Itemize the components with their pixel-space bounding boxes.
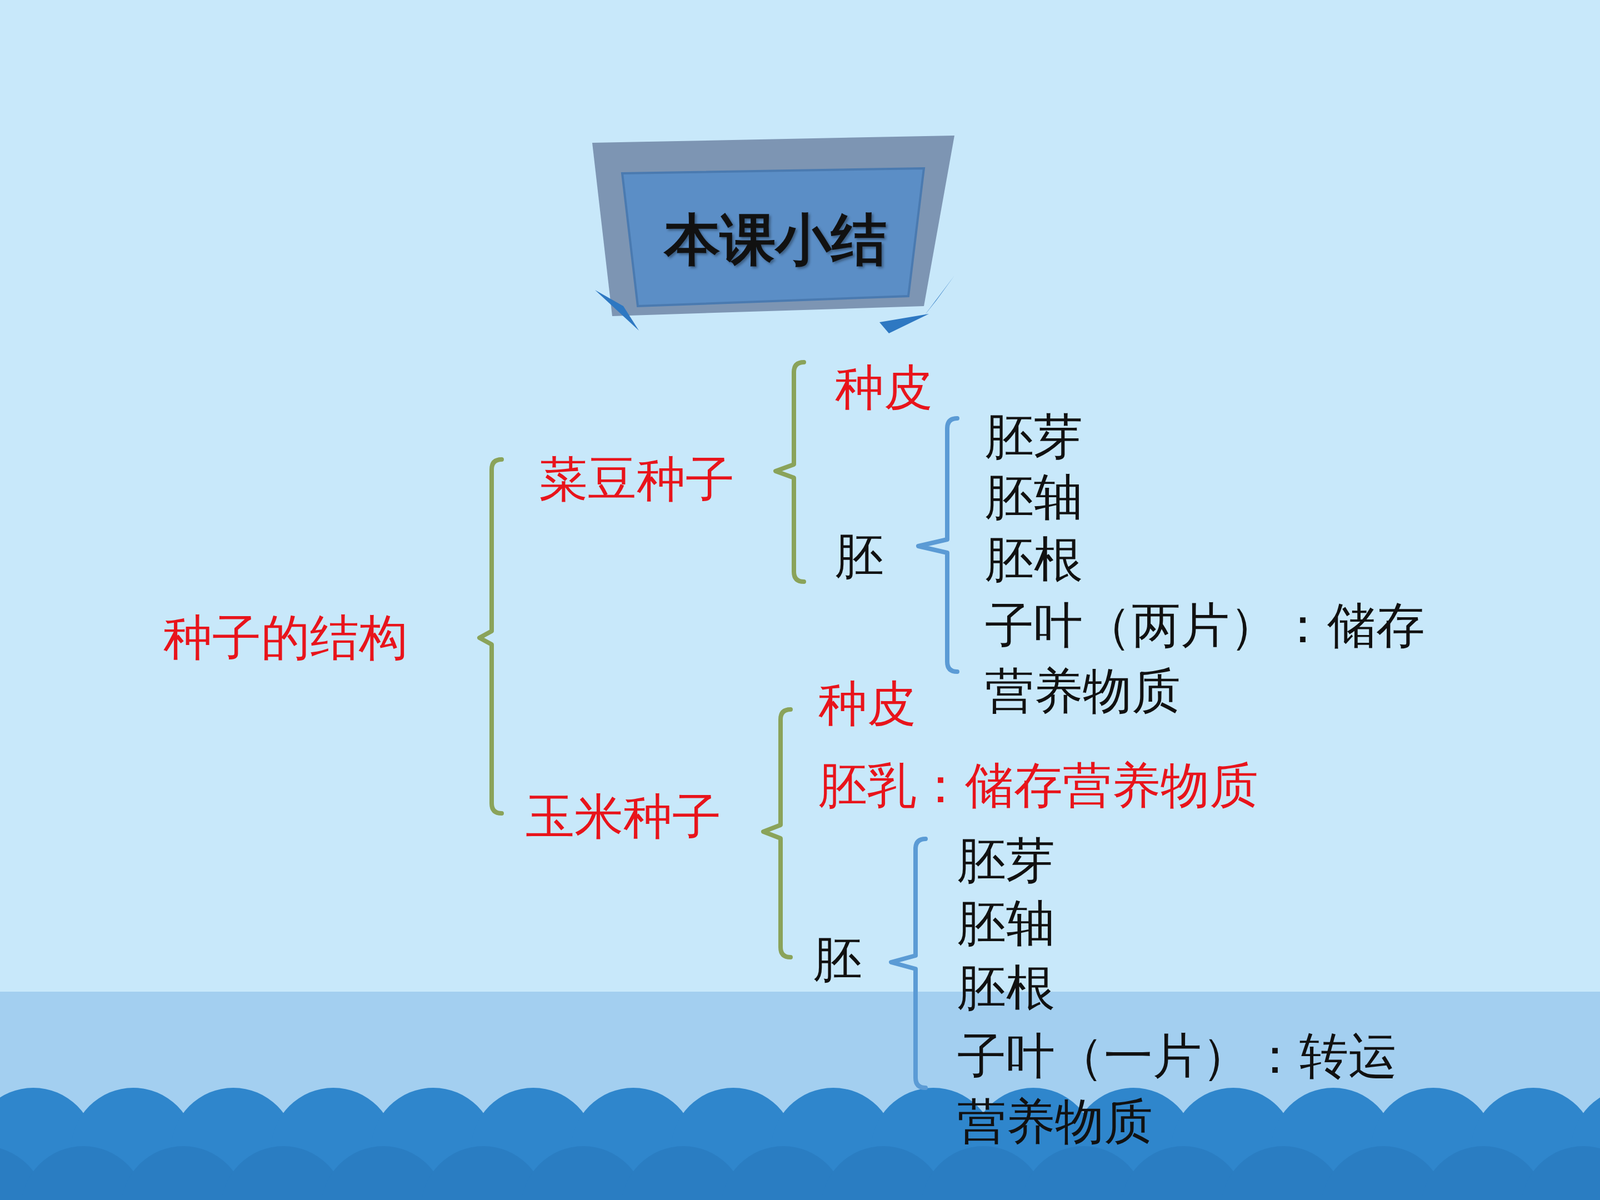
banner-front [622, 168, 924, 307]
bracket [479, 459, 502, 814]
bracket [763, 709, 791, 958]
concept-label: 胚芽 [985, 403, 1083, 470]
wave-scallops [0, 1087, 1600, 1200]
bracket [918, 418, 958, 672]
banner-corner [923, 275, 955, 317]
concept-label: 种皮 [818, 671, 917, 737]
summary-title: 本课小结 [664, 206, 887, 274]
banner-corner [595, 290, 639, 331]
concept-label: 玉米种子 [525, 783, 722, 850]
bracket [775, 362, 804, 582]
concept-label: 种皮 [835, 355, 933, 421]
concept-label: 胚轴 [957, 890, 1055, 957]
concept-label: 种子的结构 [163, 605, 408, 671]
concept-label: 胚芽 [957, 827, 1055, 894]
concept-label: 子叶（两片）：储存 营养物质 [985, 592, 1474, 724]
scallop [1521, 1146, 1600, 1200]
concept-label: 胚乳：储存营养物质 [818, 752, 1259, 819]
concept-label: 子叶（一片）：转运 营养物质 [957, 1023, 1447, 1155]
concept-label: 胚根 [985, 526, 1083, 593]
banner-back [592, 135, 955, 317]
concept-label: 菜豆种子 [538, 446, 735, 513]
title-banner [592, 135, 955, 334]
bracket [891, 838, 926, 1088]
concept-label: 胚根 [957, 955, 1055, 1021]
concept-label: 胚 [835, 523, 884, 589]
banner-corner [879, 313, 929, 334]
concept-label: 胚轴 [985, 464, 1083, 530]
concept-label: 胚 [813, 926, 863, 993]
